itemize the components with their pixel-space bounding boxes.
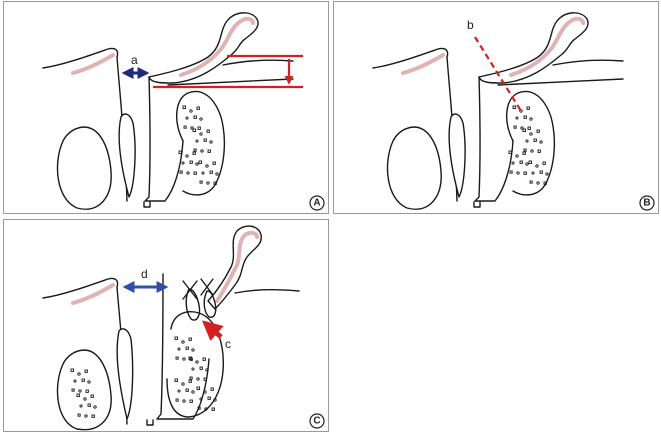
panel-b-badge — [639, 195, 655, 211]
panel-b: b B — [333, 1, 659, 214]
panel-a-badge — [309, 195, 325, 211]
panel-a: a A — [3, 1, 329, 214]
panel-c-suture-knots — [182, 278, 214, 300]
panel-c-left-wall — [42, 277, 119, 299]
panel-c-badge — [309, 413, 325, 429]
panel-b-dashed-line — [474, 36, 522, 112]
panel-b-badge-label: B — [643, 198, 650, 209]
panel-c-suture-left — [185, 288, 201, 321]
panel-c-frame — [3, 219, 329, 432]
panel-c-red-arrow — [201, 320, 224, 342]
panel-c-label-c: c — [225, 337, 231, 351]
panel-c: d c C — [3, 219, 329, 432]
panel-b-label-b: b — [467, 18, 474, 32]
panel-b-frame — [333, 1, 659, 214]
panel-c-badge-label: C — [313, 416, 320, 427]
panel-a-frame — [3, 1, 329, 214]
panel-a-label-a: a — [131, 53, 138, 67]
panel-c-label-d: d — [141, 267, 148, 281]
panel-a-badge-label: A — [313, 198, 320, 209]
